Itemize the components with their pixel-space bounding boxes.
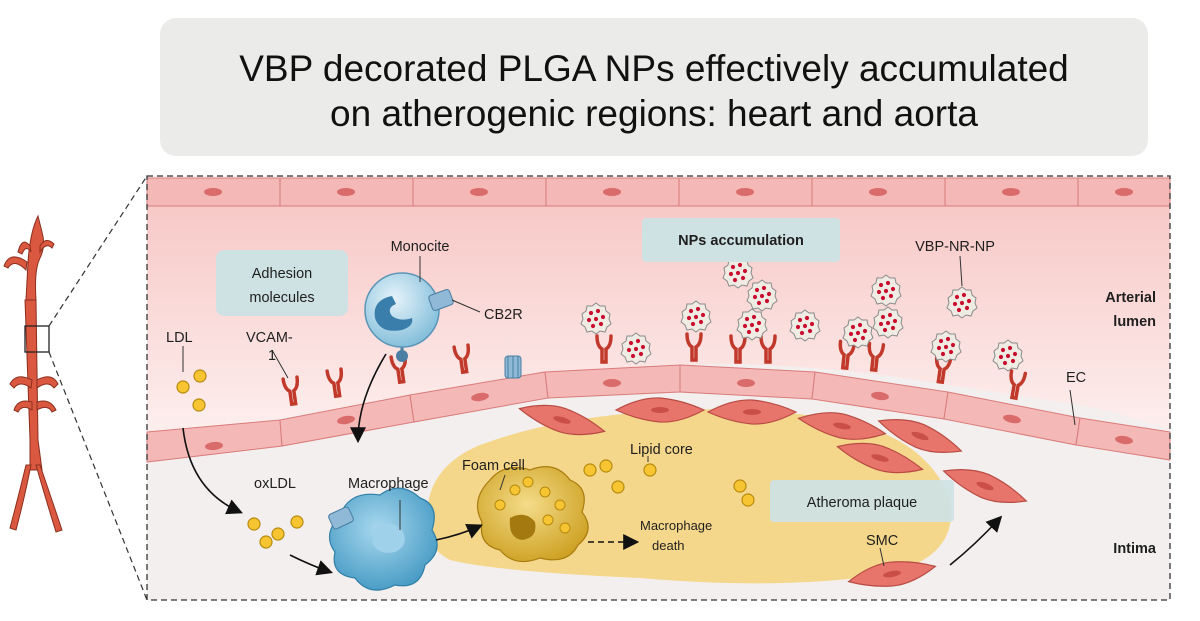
monocite-label: Monocite [391,239,450,255]
title-box: VBP decorated PLGA NPs effectively accum… [160,18,1148,156]
adhesion-molecules-box [216,250,348,316]
nps-accumulation-box [642,218,840,262]
vcam-label-line2: 1 [268,348,276,364]
foam-cell-label: Foam cell [462,458,525,474]
macrophage-cell [328,487,438,591]
ec-leader [1069,389,1076,426]
title-line-2: on atherogenic regions: heart and aorta [330,93,978,134]
zoom-line-bottom [48,351,148,601]
cb2r-receptor [504,355,522,379]
vcam-leader [271,349,289,379]
adhesion-label-line2: molecules [249,290,314,306]
vbp-leader [959,255,963,287]
vcam-label-line1: VCAM- [246,330,293,346]
ec-label: EC [1066,370,1086,386]
vbp-nr-np-label: VBP-NR-NP [915,239,995,255]
arterial-label-line1: Arterial [1105,290,1156,306]
arrow-smc-migration [949,515,1003,566]
cb2r-label: CB2R [484,307,523,323]
nps-accumulation-label: NPs accumulation [678,233,804,249]
top-endothelium [146,177,1171,207]
title-line-1: VBP decorated PLGA NPs effectively accum… [239,48,1069,89]
adhesion-label-line1: Adhesion [252,266,312,282]
lipid-core-label: Lipid core [630,442,693,458]
atheroma-plaque-label: Atheroma plaque [807,495,917,511]
macrophage-label: Macrophage [348,476,429,492]
cb2r-leader [451,299,481,313]
bottom-endothelium [146,364,1171,463]
oxldl-label: oxLDL [254,476,296,492]
smc-leader [879,547,885,567]
atheroma-plaque-box [770,480,954,522]
foam-cell [476,466,589,563]
arrow-macrophage-to-foam [435,523,483,541]
arrow-oxldl-to-macrophage [289,554,334,576]
panel-frame [146,175,1171,601]
intima-label: Intima [1113,541,1157,557]
foam-leader [499,474,506,491]
monocyte-cell [364,272,454,362]
artery-panel [146,175,1171,601]
macrophage-death-label-line1: Macrophage [640,518,712,533]
arterial-label-line2: lumen [1113,314,1156,330]
smc-label: SMC [866,533,898,549]
arrow-ldl-to-oxldl [182,427,243,515]
zoom-line-top [48,175,148,327]
macrophage-death-label-line2: death [652,538,685,553]
ldl-label: LDL [166,330,193,346]
aorta-illustration [3,214,63,533]
arrow-monocyte-to-macrophage [350,353,387,444]
zoom-box [24,325,50,353]
